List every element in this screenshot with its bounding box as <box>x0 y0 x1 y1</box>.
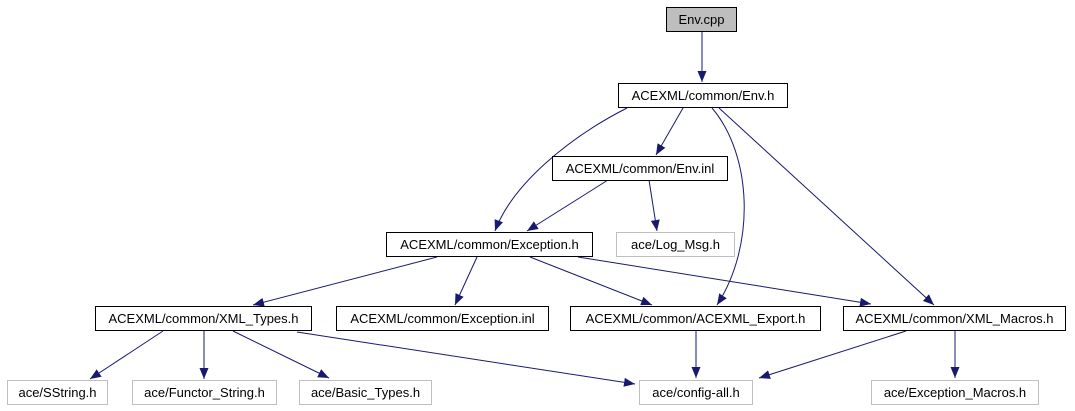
node-label: ACEXML/common/Exception.inl <box>350 311 535 326</box>
node-exception-inl[interactable]: ACEXML/common/Exception.inl <box>336 306 549 331</box>
node-config-all-h: ace/config-all.h <box>639 380 753 405</box>
node-label: ACEXML/common/XML_Types.h <box>108 311 299 326</box>
node-label: ace/SString.h <box>18 385 97 400</box>
edge-env-inl-to-exception-h <box>526 179 609 232</box>
node-label: ACEXML/common/Exception.h <box>400 237 579 252</box>
node-basic-types-h: ace/Basic_Types.h <box>299 380 432 405</box>
node-label: Env.cpp <box>678 12 725 27</box>
edge-exception-h-to-exception-inl <box>454 256 478 306</box>
edge-env-h-to-exception-h <box>494 107 628 232</box>
edge-xml-types-h-to-sstring-h <box>89 330 164 380</box>
node-sstring-h: ace/SString.h <box>7 380 108 405</box>
node-label: ace/Basic_Types.h <box>310 385 421 400</box>
edge-exception-h-to-xml-macros-h <box>577 256 872 307</box>
edge-xml-macros-h-to-config-all-h <box>758 330 907 379</box>
edge-env-h-to-xml-macros-h <box>718 107 935 306</box>
node-label: ace/Exception_Macros.h <box>883 385 1027 400</box>
node-env-h[interactable]: ACEXML/common/Env.h <box>618 83 788 108</box>
node-exception-h[interactable]: ACEXML/common/Exception.h <box>386 232 593 257</box>
node-acexml-export-h[interactable]: ACEXML/common/ACEXML_Export.h <box>570 306 821 331</box>
node-xml-macros-h[interactable]: ACEXML/common/XML_Macros.h <box>843 306 1066 331</box>
node-label: ace/Log_Msg.h <box>631 237 720 252</box>
node-label: ACEXML/common/Env.h <box>631 88 775 103</box>
node-label: ACEXML/common/Env.inl <box>565 161 715 176</box>
edge-xml-types-h-to-basic-types-h <box>232 330 330 379</box>
node-label: ACEXML/common/ACEXML_Export.h <box>585 311 806 326</box>
edge-xml-types-h-to-config-all-h <box>296 331 636 387</box>
node-label: ACEXML/common/XML_Macros.h <box>855 311 1054 326</box>
node-functor-string-h: ace/Functor_String.h <box>132 380 277 405</box>
node-xml-types-h[interactable]: ACEXML/common/XML_Types.h <box>95 306 312 331</box>
node-env-cpp: Env.cpp <box>666 7 737 32</box>
edge-exception-h-to-acexml-export-h <box>529 256 653 306</box>
node-env-inl[interactable]: ACEXML/common/Env.inl <box>552 156 728 181</box>
node-exception-macros-h: ace/Exception_Macros.h <box>871 380 1039 405</box>
node-label: ace/Functor_String.h <box>144 385 265 400</box>
node-log-msg-h: ace/Log_Msg.h <box>616 232 735 257</box>
edge-env-h-to-env-inl <box>655 107 684 156</box>
edge-env-inl-to-log-msg-h <box>648 179 660 232</box>
edge-exception-h-to-xml-types-h <box>252 256 438 307</box>
node-label: ace/config-all.h <box>652 385 740 400</box>
